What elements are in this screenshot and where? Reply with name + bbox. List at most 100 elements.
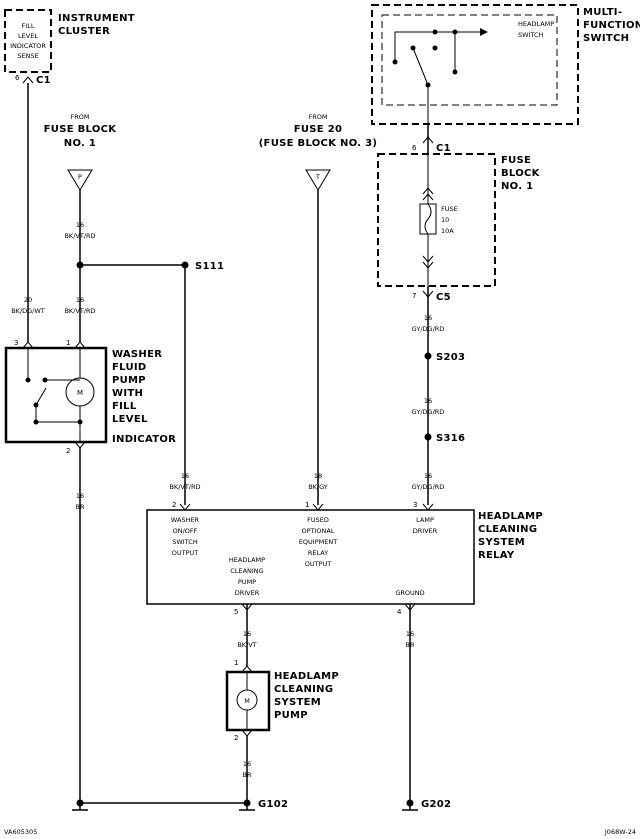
footer-left-code: VA605305 bbox=[4, 828, 37, 836]
wire-gydgrd2-gauge: 16 bbox=[424, 397, 432, 405]
source-fuse-20: FROM FUSE 20 (FUSE BLOCK NO. 3) T bbox=[259, 113, 377, 191]
fuse-label-l3: 10A bbox=[441, 227, 454, 235]
relay-pin4: 4 bbox=[397, 608, 402, 616]
ground-g202-label: G202 bbox=[421, 799, 451, 810]
fuse-label-l1: FUSE bbox=[441, 205, 458, 213]
relay-p5-l3: PUMP bbox=[238, 578, 256, 586]
wire-bkvtrd-relay-gauge: 16 bbox=[181, 472, 189, 480]
splice-s316-dot bbox=[424, 433, 432, 441]
source-fb1-name-l1: FUSE BLOCK bbox=[44, 124, 118, 135]
mfs-connector-symbol bbox=[422, 136, 434, 144]
source-f20-terminal: T bbox=[315, 173, 320, 181]
cluster-inner-l4: SENSE bbox=[17, 52, 38, 60]
mfs-pin: 6 bbox=[412, 144, 417, 152]
relay-title-l3: SYSTEM bbox=[478, 537, 525, 548]
cluster-title-l1: INSTRUMENT bbox=[58, 13, 135, 24]
washer-switch-blade bbox=[35, 387, 47, 406]
washer-contact-1 bbox=[25, 377, 31, 383]
wire-gydgrd3-color: GY/DG/RD bbox=[412, 483, 445, 491]
cluster-connector: C1 bbox=[36, 75, 51, 86]
mfs-title-l3: SWITCH bbox=[583, 33, 629, 44]
wire-bkvt-gauge: 16 bbox=[243, 630, 251, 638]
mfs-inner-l1: HEADLAMP bbox=[518, 20, 554, 28]
relay-pin5: 5 bbox=[234, 608, 238, 616]
wire-br-right-color: BR bbox=[406, 641, 415, 649]
wire-bkvtrd-mid-gauge: 16 bbox=[76, 296, 84, 304]
fuse-block-title-l2: BLOCK bbox=[501, 168, 541, 179]
fuse-block-outline bbox=[377, 153, 496, 287]
source-fb1-name-l2: NO. 1 bbox=[64, 138, 96, 149]
mfs-internal-wire-1 bbox=[394, 31, 485, 60]
fuse-block-title-l3: NO. 1 bbox=[501, 181, 533, 192]
relay-title-l2: CLEANING bbox=[478, 524, 537, 535]
source-fb1-terminal-icon bbox=[67, 169, 93, 191]
mfs-switch-blade bbox=[412, 47, 429, 86]
wire-gydgrd1-gauge: 16 bbox=[424, 314, 432, 322]
cluster-pin: 6 bbox=[15, 74, 20, 82]
pump-title-l3: SYSTEM bbox=[274, 697, 321, 708]
mfs-title-l1: MULTI- bbox=[583, 7, 622, 18]
relay-p2-l2: ON/OFF bbox=[173, 527, 198, 535]
fuse-block-pin: 7 bbox=[412, 292, 416, 300]
washer-title-l6: LEVEL bbox=[112, 414, 148, 425]
fuse-block-connector: C5 bbox=[436, 292, 451, 303]
washer-title-l4: WITH bbox=[112, 388, 143, 399]
washer-title-l2: FLUID bbox=[112, 362, 147, 373]
wire-bkvtrd-top-gauge: 16 bbox=[76, 221, 84, 229]
washer-pin3: 3 bbox=[14, 339, 18, 347]
pump-pin1: 1 bbox=[234, 659, 238, 667]
cluster-inner-l2: LEVEL bbox=[18, 32, 38, 40]
relay-p4-l1: GROUND bbox=[395, 589, 424, 597]
wire-br-left-gauge: 16 bbox=[76, 492, 84, 500]
wire-br-left-color: BR bbox=[76, 503, 85, 511]
wire-bkgy-gauge: 18 bbox=[314, 472, 322, 480]
relay-p1-l1: FUSED bbox=[307, 516, 329, 524]
mfs-contact-3 bbox=[432, 45, 438, 51]
cluster-title-l2: CLUSTER bbox=[58, 26, 110, 37]
wire-bkvtrd-relay-color: BK/VT/RD bbox=[169, 483, 200, 491]
pump-pin2: 2 bbox=[234, 734, 238, 742]
wire-br-right-gauge: 16 bbox=[406, 630, 414, 638]
ground-g102-label: G102 bbox=[258, 799, 288, 810]
relay-p2-l1: WASHER bbox=[171, 516, 200, 524]
instrument-cluster: FILL LEVEL INDICATOR SENSE INSTRUMENT CL… bbox=[4, 9, 135, 86]
wire-gydgrd2-color: GY/DG/RD bbox=[412, 408, 445, 416]
wire-bkgy-color: BK/GY bbox=[308, 483, 328, 491]
fuse-block-bottom-symbol bbox=[422, 255, 434, 269]
washer-fluid-pump: 3 1 M 2 WASHER FLUID PUMP WITH FILL LEVE… bbox=[4, 339, 176, 455]
mfs-contact-4 bbox=[452, 69, 458, 75]
mfs-node-1 bbox=[432, 29, 438, 35]
relay-p1-l3: EQUIPMENT bbox=[299, 538, 337, 546]
headlamp-cleaning-pump: 1 M 2 HEADLAMP CLEANING SYSTEM PUMP bbox=[225, 659, 339, 742]
relay-p1-l4: RELAY bbox=[308, 549, 328, 557]
wire-bkvt-color: BK/VT bbox=[237, 641, 256, 649]
instrument-cluster-outline bbox=[4, 9, 52, 73]
splice-s203-label: S203 bbox=[436, 352, 465, 363]
relay-p1-l5: OUTPUT bbox=[305, 560, 332, 568]
fuse-block-no1: FUSE BLOCK NO. 1 FUSE 10 10A bbox=[377, 153, 541, 287]
relay-title-l1: HEADLAMP bbox=[478, 511, 543, 522]
fuse-label-l2: 10 bbox=[441, 216, 449, 224]
washer-pump-outline bbox=[4, 346, 108, 444]
source-fb1-from: FROM bbox=[71, 113, 90, 121]
headlamp-cleaning-relay: 2 1 3 WASHER ON/OFF SWITCH OUTPUT FUSED … bbox=[146, 501, 543, 616]
wire-br-pump-color: BR bbox=[243, 771, 252, 779]
fuse-element bbox=[424, 203, 432, 235]
pump-motor-label: M bbox=[244, 697, 250, 705]
washer-motor-label: M bbox=[77, 389, 83, 397]
footer-right-code: J068W-24 bbox=[604, 828, 636, 836]
washer-title-l5: FILL bbox=[112, 401, 137, 412]
pump-title-l1: HEADLAMP bbox=[274, 671, 339, 682]
cluster-inner-l1: FILL bbox=[22, 22, 35, 30]
mfs-contact-1 bbox=[392, 59, 398, 65]
splice-s316-label: S316 bbox=[436, 433, 465, 444]
relay-p2-l3: SWITCH bbox=[172, 538, 198, 546]
relay-pin3: 3 bbox=[413, 501, 417, 509]
relay-p5-l1: HEADLAMP bbox=[229, 556, 265, 564]
wire-gydgrd1-color: GY/DG/RD bbox=[412, 325, 445, 333]
source-f20-from: FROM bbox=[309, 113, 328, 121]
fuse-block-title-l1: FUSE bbox=[501, 155, 531, 166]
relay-p5-l2: CLEANING bbox=[230, 567, 263, 575]
relay-outline bbox=[146, 509, 475, 605]
washer-title-l7: INDICATOR bbox=[112, 434, 176, 445]
